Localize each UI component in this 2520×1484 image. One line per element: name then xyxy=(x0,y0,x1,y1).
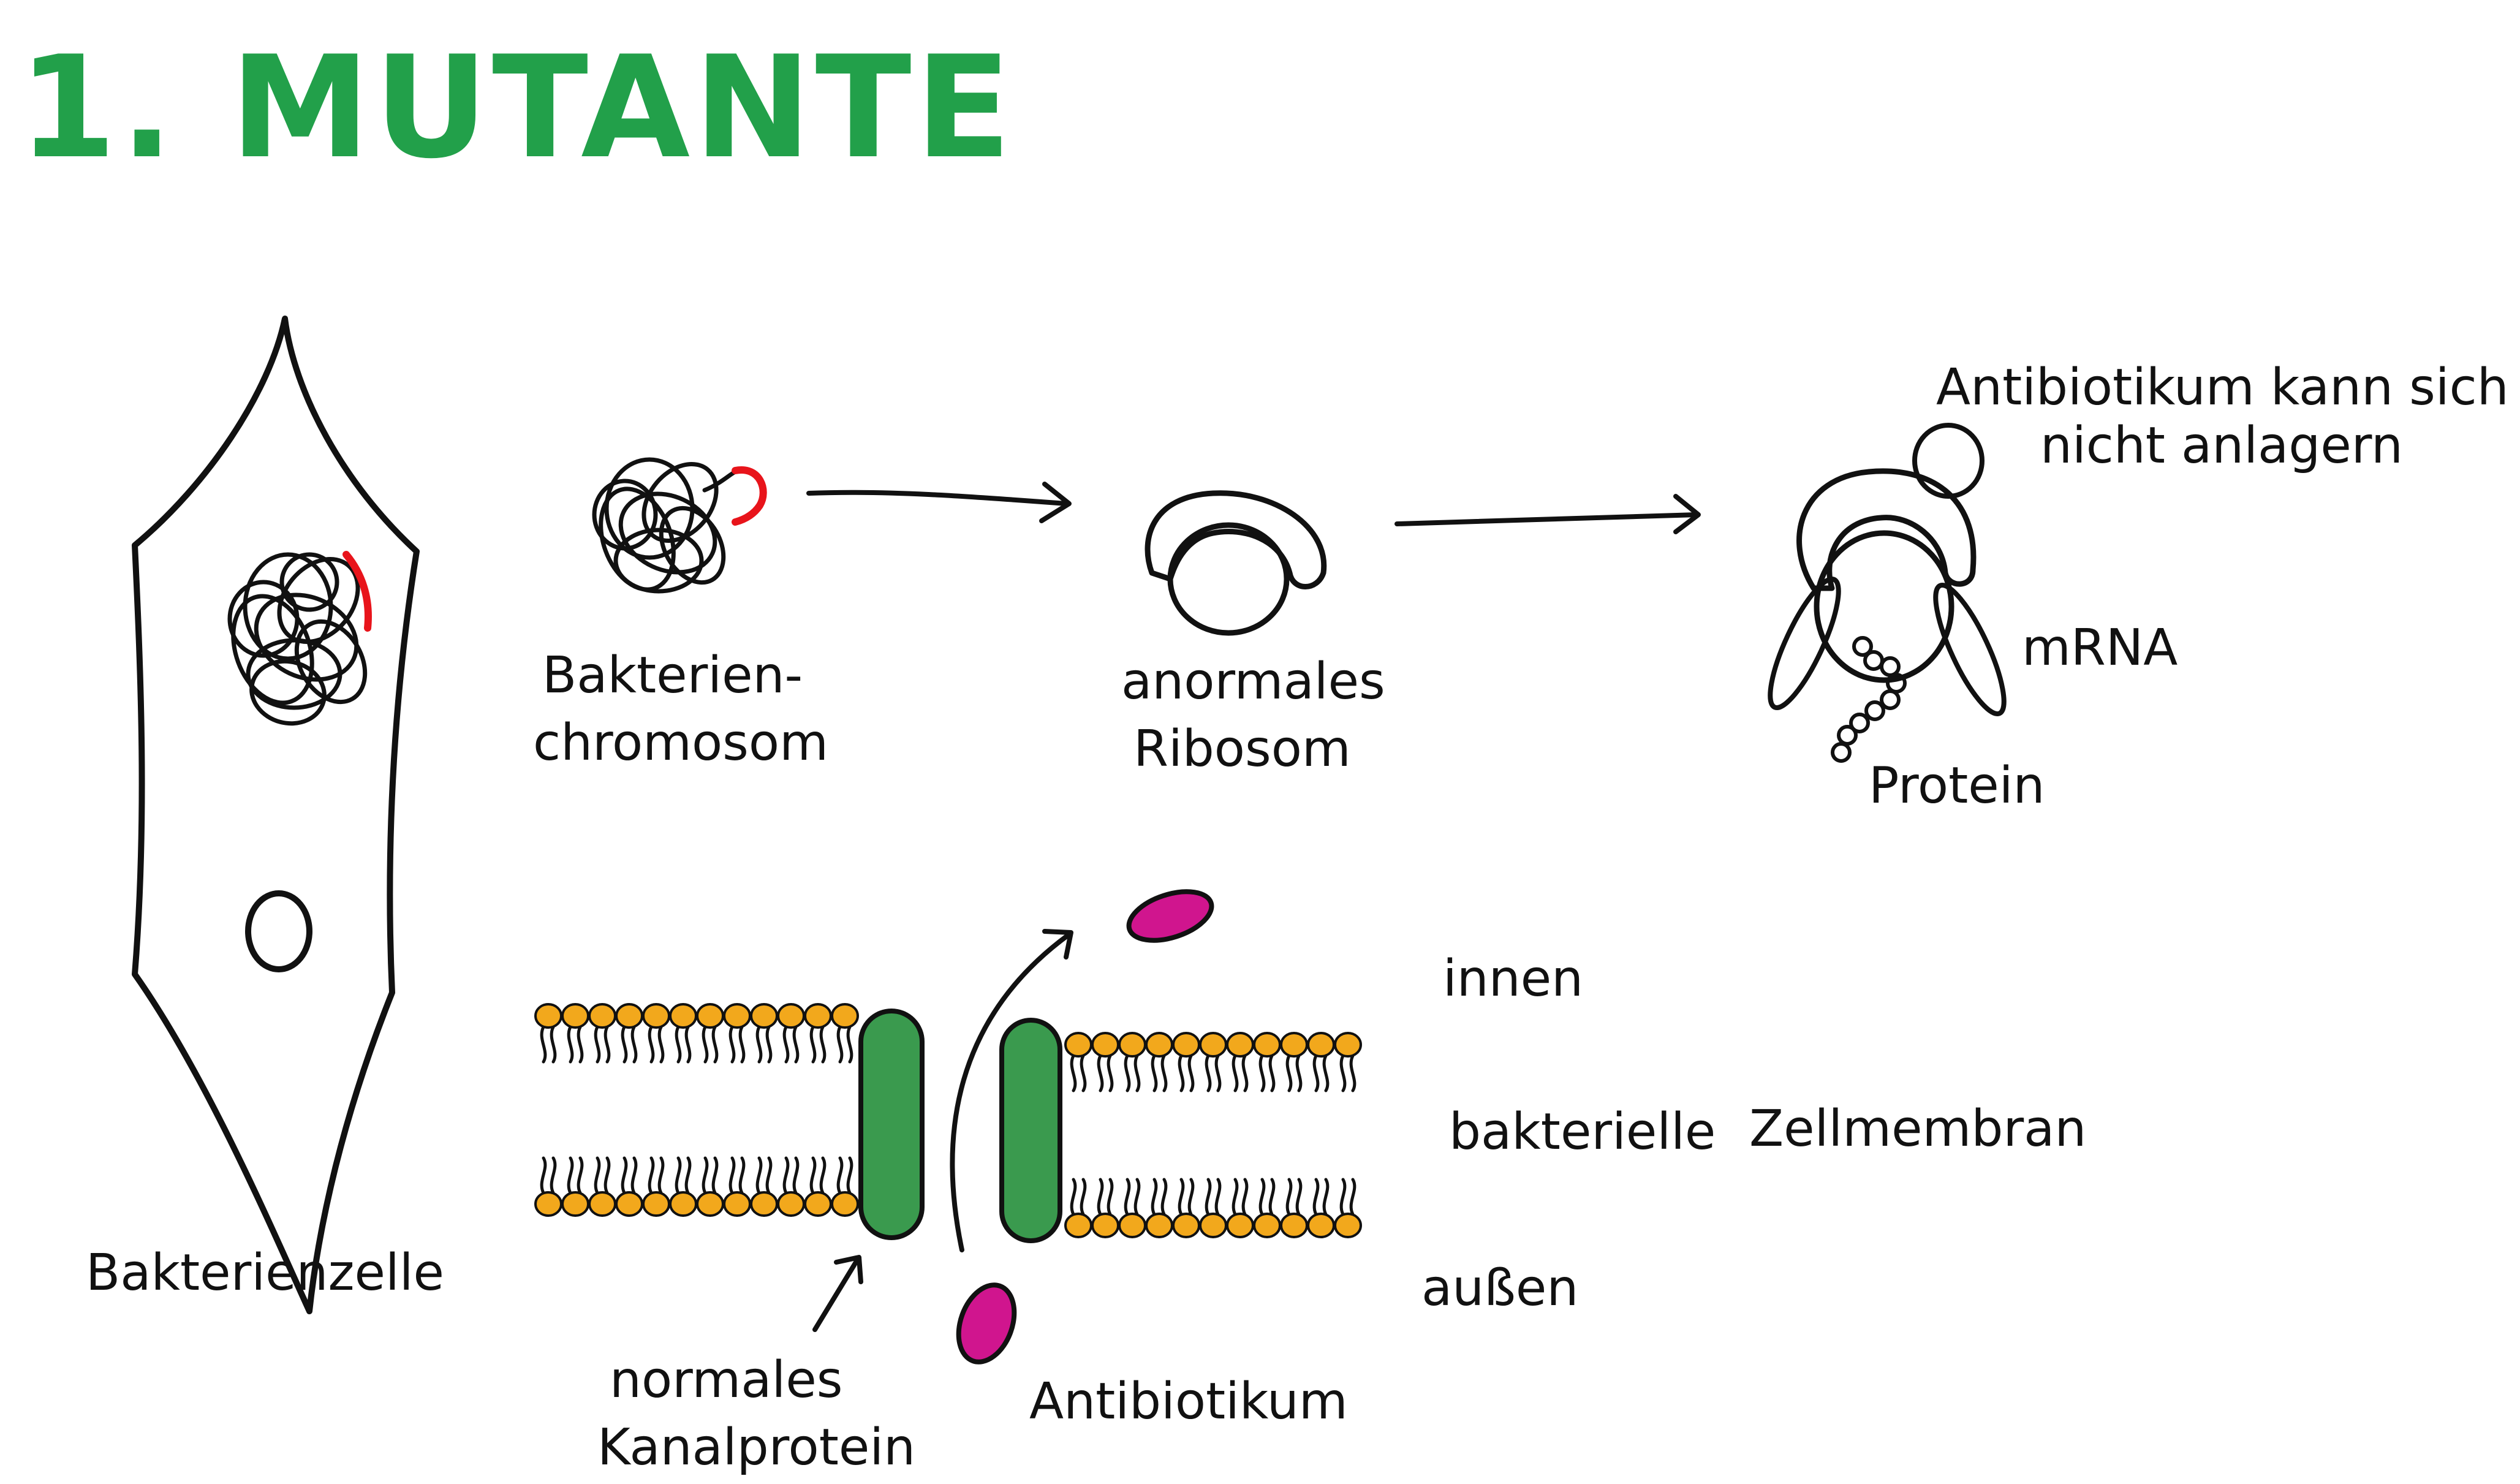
lipid-molecule xyxy=(1091,1032,1119,1092)
lipid-molecule xyxy=(777,1156,805,1217)
lipid-molecule xyxy=(1253,1032,1281,1092)
lipid-molecule xyxy=(696,1003,724,1064)
label-ribosome-line2: Ribosom xyxy=(1133,720,1351,778)
lipid-molecule xyxy=(750,1003,778,1064)
lipid-molecule xyxy=(1145,1178,1173,1238)
lipid-molecule xyxy=(1226,1178,1254,1238)
lipid-molecule xyxy=(1334,1032,1362,1092)
lipid-molecule xyxy=(1226,1032,1254,1092)
lipid-molecule xyxy=(615,1156,643,1217)
lipid-molecule xyxy=(1253,1178,1281,1238)
lipid-molecule xyxy=(534,1003,562,1064)
channel-protein-right xyxy=(999,1018,1062,1243)
arrow-ribosome-to-translation xyxy=(1394,494,1701,534)
label-ribosome-line1: anormales xyxy=(1121,653,1385,711)
antibiotic-molecule-inside xyxy=(1126,889,1214,943)
cell-chromosome xyxy=(227,551,372,726)
label-inside: innen xyxy=(1443,950,1583,1008)
label-outside: außen xyxy=(1421,1259,1578,1317)
lipid-molecule xyxy=(1172,1032,1200,1092)
label-bacterial-cell: Bakterienzelle xyxy=(86,1244,444,1302)
protein-chain xyxy=(1831,636,1907,763)
translating-ribosome xyxy=(1768,423,2007,763)
lipid-molecule xyxy=(831,1003,859,1064)
chromosome xyxy=(592,457,767,594)
label-channel-line2: Kanalprotein xyxy=(597,1418,915,1477)
label-protein: Protein xyxy=(1869,757,2045,815)
title: 1. MUTANTE xyxy=(18,26,1015,190)
lipid-molecule xyxy=(669,1003,697,1064)
lipid-molecule xyxy=(750,1156,778,1217)
lipid-molecule xyxy=(1280,1032,1308,1092)
lipid-molecule xyxy=(1091,1178,1119,1238)
label-mrna: mRNA xyxy=(2022,619,2178,677)
channel-protein-left xyxy=(858,1009,925,1240)
label-note-line1: Antibiotikum kann sich xyxy=(1936,358,2509,417)
arrow-chromosome-to-ribosome xyxy=(806,482,1072,523)
lipid-molecule xyxy=(1118,1178,1146,1238)
lipid-molecule xyxy=(1334,1178,1362,1238)
lipid-molecule xyxy=(831,1156,859,1217)
cell-membrane xyxy=(534,1003,1362,1238)
bacterial-cell xyxy=(132,316,420,1314)
antibiotic-entry-arrow xyxy=(950,929,1073,1252)
label-channel-line1: normales xyxy=(610,1351,843,1409)
lipid-molecule xyxy=(1307,1178,1335,1238)
label-membrane-word1: bakterielle xyxy=(1449,1103,1716,1161)
label-antibiotic: Antibiotikum xyxy=(1029,1372,1348,1431)
lipid-molecule xyxy=(1307,1032,1335,1092)
cell-plasmid xyxy=(245,890,312,972)
lipid-molecule xyxy=(696,1156,724,1217)
channel-protein-pointer xyxy=(812,1255,863,1332)
label-chromosome-line1: Bakterien- xyxy=(542,646,803,705)
lipid-molecule xyxy=(1145,1032,1173,1092)
lipid-molecule xyxy=(1199,1178,1227,1238)
lipid-molecule xyxy=(777,1003,805,1064)
lipid-molecule xyxy=(1199,1032,1227,1092)
label-chromosome-line2: chromosom xyxy=(533,714,828,772)
lipid-molecule xyxy=(723,1156,751,1217)
lipid-molecule xyxy=(642,1003,670,1064)
lipid-molecule xyxy=(1064,1178,1092,1238)
lipid-molecule xyxy=(669,1156,697,1217)
lipid-molecule xyxy=(1172,1178,1200,1238)
lipid-molecule xyxy=(561,1156,589,1217)
label-membrane-word2: Zellmembran xyxy=(1749,1100,2086,1158)
lipid-molecule xyxy=(1280,1178,1308,1238)
lipid-molecule xyxy=(588,1156,616,1217)
lipid-molecule xyxy=(588,1003,616,1064)
label-note-line2: nicht anlagern xyxy=(2040,417,2403,475)
lipid-molecule xyxy=(723,1003,751,1064)
abnormal-ribosome xyxy=(1145,490,1327,636)
lipid-molecule xyxy=(804,1003,832,1064)
lipid-molecule xyxy=(804,1156,832,1217)
lipid-molecule xyxy=(561,1003,589,1064)
lipid-molecule xyxy=(1118,1032,1146,1092)
lipid-molecule xyxy=(534,1156,562,1217)
lipid-molecule xyxy=(642,1156,670,1217)
lipid-molecule xyxy=(615,1003,643,1064)
lipid-molecule xyxy=(1064,1032,1092,1092)
antibiotic-molecule-outside xyxy=(956,1282,1017,1365)
